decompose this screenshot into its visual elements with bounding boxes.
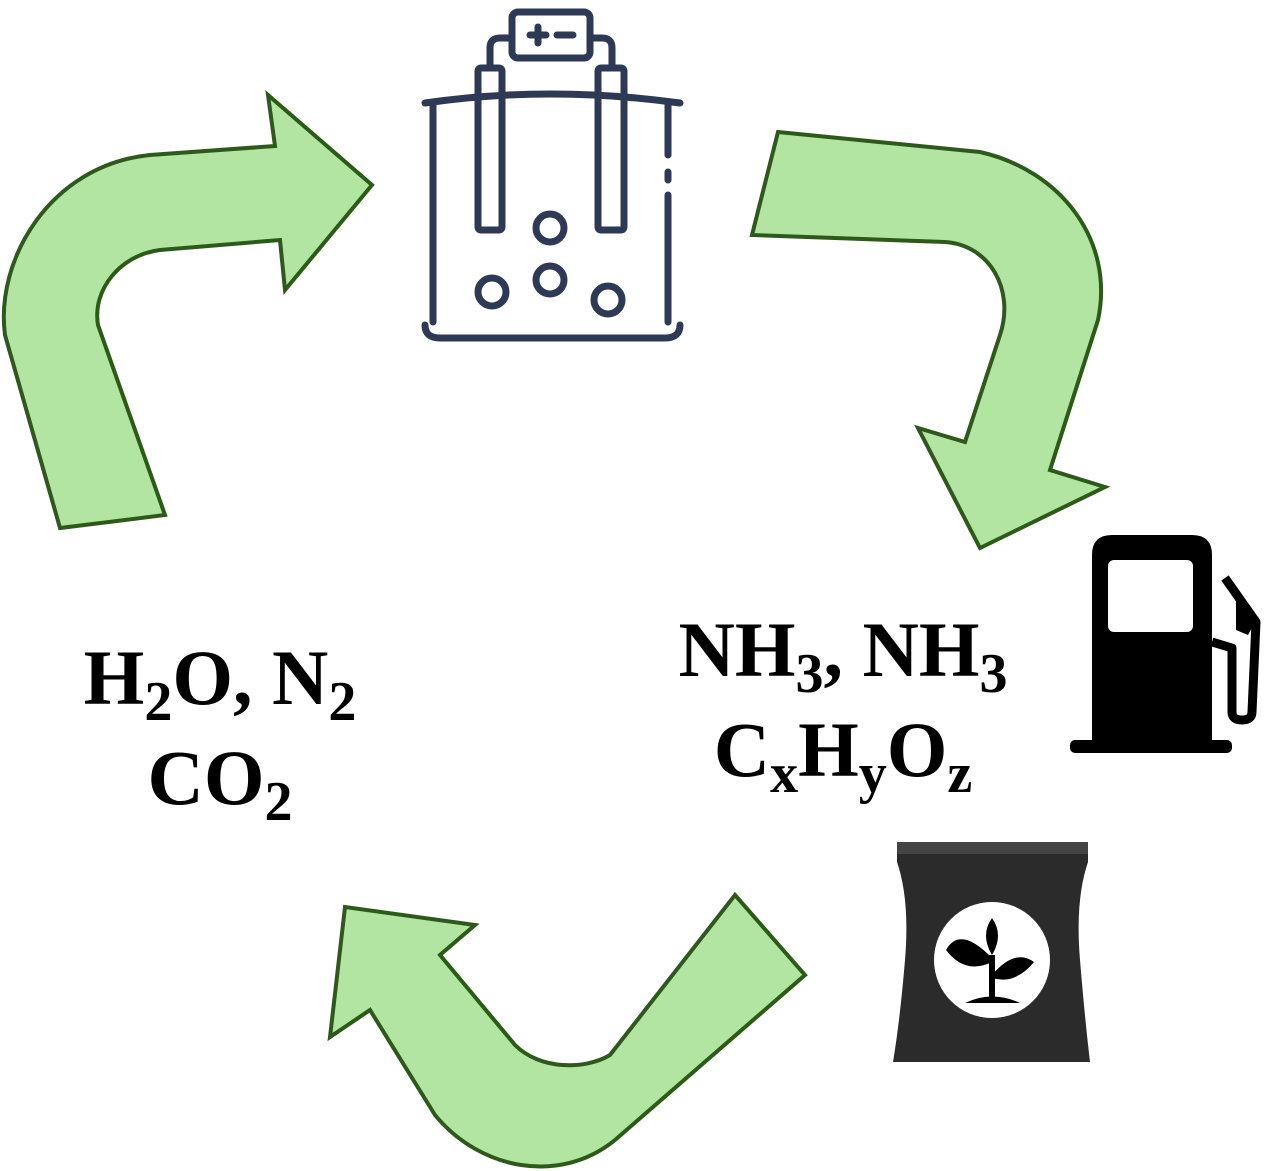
cycle-arrow-left [1, 90, 375, 531]
formula-part: O [886, 706, 948, 793]
subscript: 2 [328, 671, 357, 733]
formula-part: H [83, 634, 145, 721]
subscript: z [947, 743, 973, 805]
formula-part: H [798, 706, 859, 793]
fertilizer-bag-icon [893, 842, 1090, 1062]
products-line-2: CxHyOz [653, 700, 1033, 802]
subscript: 3 [795, 643, 824, 705]
formula-part: C [713, 706, 771, 793]
subscript: 3 [979, 643, 1008, 705]
formula-part: O, N [172, 634, 329, 721]
cycle-arrow-right [749, 129, 1111, 551]
fuel-pump-icon [1070, 535, 1261, 753]
cycle-arrow-bottom [327, 891, 808, 1169]
inputs-line-2: CO2 [60, 728, 380, 830]
formula-part: NH [678, 606, 796, 693]
subscript: x [770, 743, 799, 805]
inputs-line-1: H2O, N2 [60, 628, 380, 730]
formula-part: CO [147, 734, 265, 821]
subscript: 2 [144, 671, 173, 733]
subscript: y [858, 743, 887, 805]
electrolyzer-icon [421, 8, 684, 342]
products-label: NH3, NH3 CxHyOz [653, 600, 1033, 802]
inputs-label: H2O, N2 CO2 [60, 628, 380, 830]
subscript: 2 [264, 771, 293, 833]
formula-part: , NH [823, 606, 980, 693]
products-line-1: NH3, NH3 [653, 600, 1033, 702]
